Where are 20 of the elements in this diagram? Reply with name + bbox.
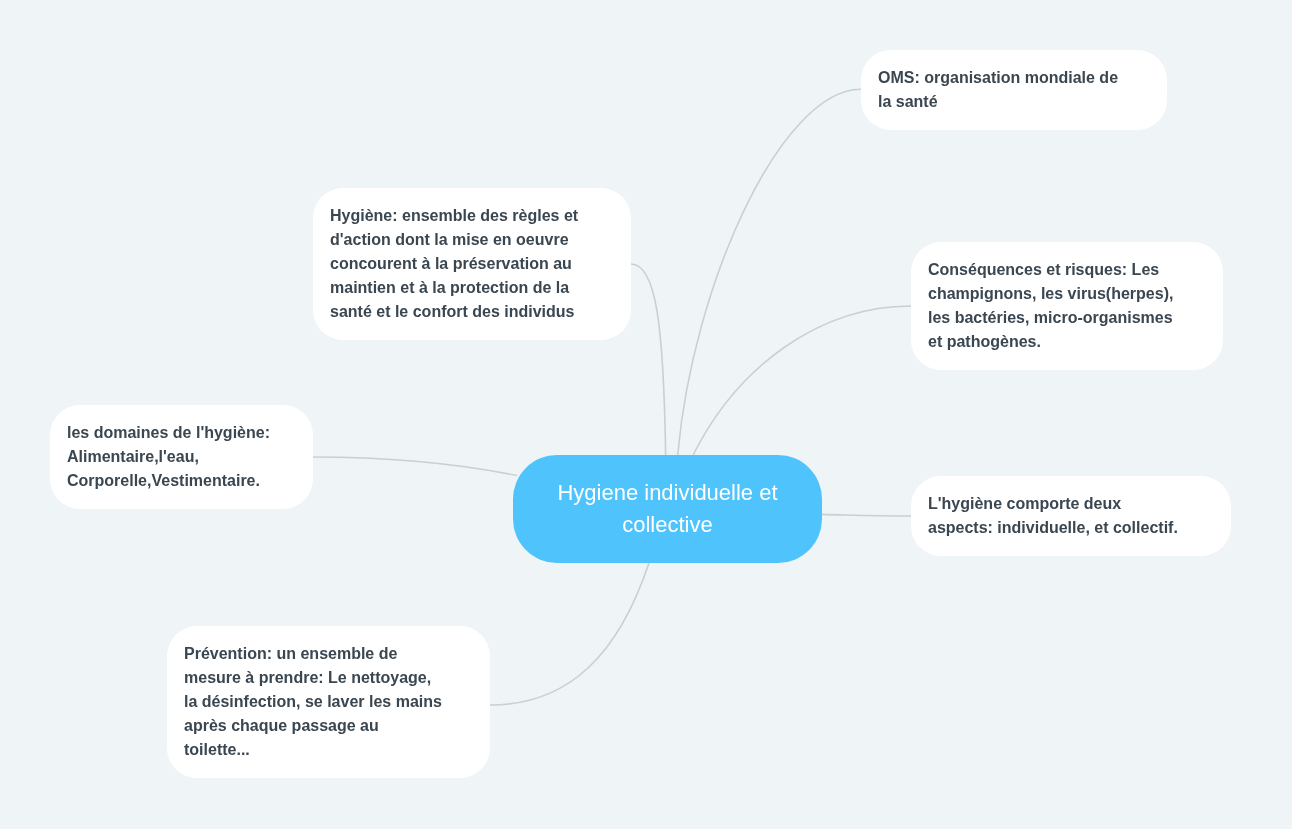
connector-line xyxy=(630,263,667,456)
connector-line xyxy=(489,562,650,706)
topic-box xyxy=(861,50,1167,130)
topic-text: OMS: organisation mondiale de la santé xyxy=(878,68,1120,112)
central-topic-box xyxy=(513,455,822,563)
topic-text: L'hygiène comporte deux aspects: individuelle, et collectif. xyxy=(928,494,1179,538)
connector-line xyxy=(821,513,912,517)
connector-line xyxy=(692,305,912,456)
topic-text: Hygiène: ensemble des règles et d'action dont la mise en oeuvre concourent à la préservation au maintien et à la protection de la santé et le confort des individus xyxy=(330,206,580,322)
topic-box xyxy=(167,626,490,778)
topic-box xyxy=(911,476,1231,556)
topic-box xyxy=(911,242,1223,370)
topic-box xyxy=(313,188,631,340)
topic-box xyxy=(50,405,313,509)
topic-text: Conséquences et risques: Les champignons, les virus(herpes), les bactéries, micro-organismes et pathogènes. xyxy=(928,260,1175,352)
central-topic-text: Hygiene individuelle et collective xyxy=(556,479,779,539)
topic-text: les domaines de l'hygiène: Alimentaire,l'eau, Corporelle,Vestimentaire. xyxy=(67,423,271,491)
connector-line xyxy=(676,88,862,456)
topic-text: Prévention: un ensemble de mesure à prendre: Le nettoyage, la désinfection, se laver les mains après chaque passage au toilette... xyxy=(184,644,443,760)
connector-line xyxy=(312,456,518,477)
